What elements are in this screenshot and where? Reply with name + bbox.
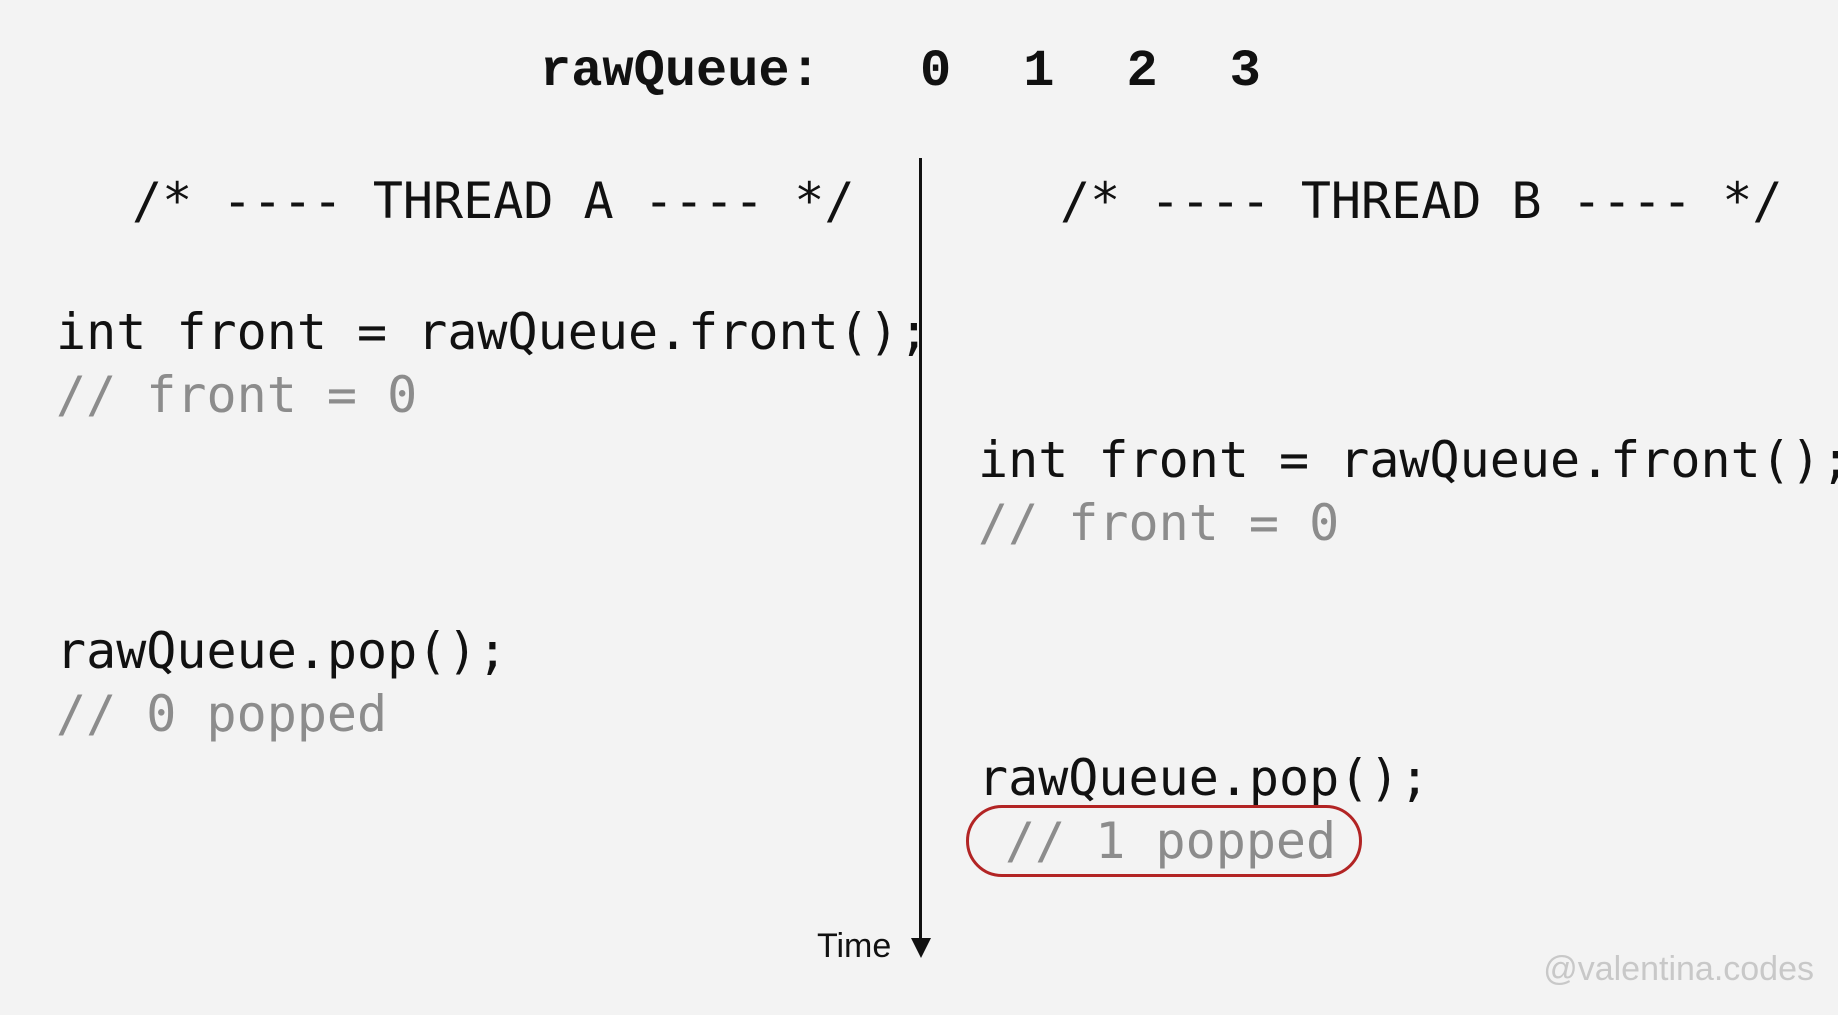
thread-a-header: /* ---- THREAD A ---- */ bbox=[132, 172, 855, 230]
thread-b-pop-call: rawQueue.pop(); bbox=[978, 749, 1430, 807]
thread-a-front-call: int front = rawQueue.front(); bbox=[56, 303, 929, 361]
queue-label: rawQueue: bbox=[540, 42, 821, 101]
time-arrow-icon bbox=[911, 938, 931, 958]
thread-a-pop-call: rawQueue.pop(); bbox=[56, 622, 508, 680]
queue-value-3: 3 bbox=[1229, 42, 1261, 101]
thread-a-pop-comment: // 0 popped bbox=[56, 685, 388, 743]
queue-values: 0 1 2 3 bbox=[920, 46, 1261, 98]
thread-b-pop-comment: // 1 popped bbox=[1005, 812, 1337, 870]
thread-b-header: /* ---- THREAD B ---- */ bbox=[1060, 172, 1783, 230]
queue-value-1: 1 bbox=[1023, 42, 1055, 101]
thread-a-front-comment: // front = 0 bbox=[56, 366, 418, 424]
pop-result-highlight bbox=[966, 805, 1362, 877]
watermark: @valentina.codes bbox=[1543, 950, 1814, 988]
time-label: Time bbox=[817, 927, 892, 965]
time-axis-line bbox=[919, 158, 922, 948]
thread-b-front-comment: // front = 0 bbox=[978, 494, 1340, 552]
thread-b-front-call: int front = rawQueue.front(); bbox=[978, 431, 1838, 489]
queue-value-0: 0 bbox=[920, 42, 952, 101]
queue-value-2: 2 bbox=[1126, 42, 1158, 101]
